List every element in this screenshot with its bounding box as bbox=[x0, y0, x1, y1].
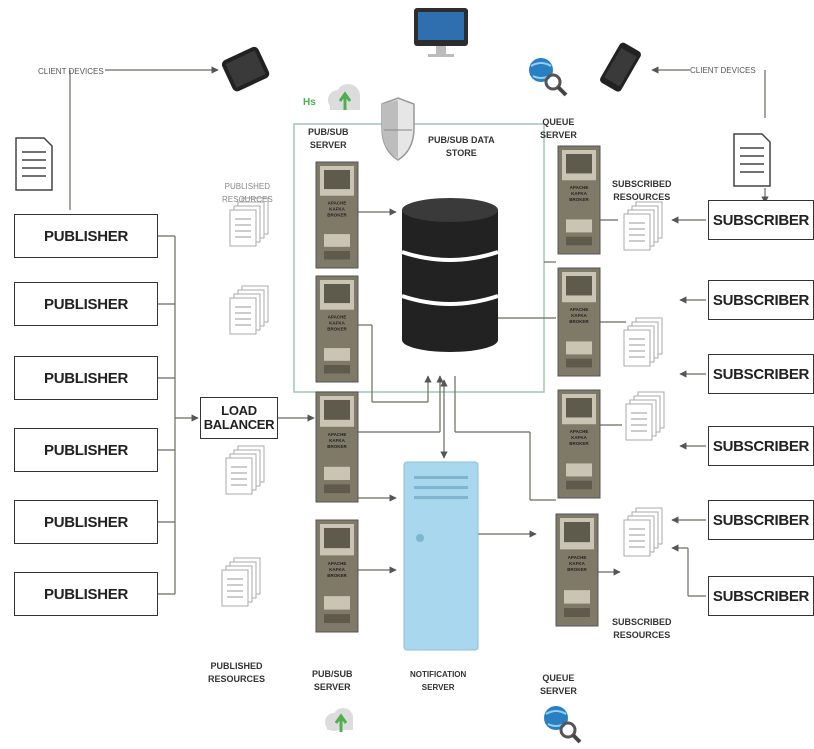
broker-label: APACHE bbox=[328, 200, 347, 205]
document-stack-icon bbox=[221, 557, 261, 607]
broker-label: BROKER bbox=[327, 444, 347, 449]
broker-label: KAFKA bbox=[571, 313, 587, 318]
broker-label: KAFKA bbox=[329, 206, 345, 211]
broker-label: APACHE bbox=[328, 561, 347, 566]
broker-label: APACHE bbox=[568, 555, 587, 560]
subscriber-box: SUBSCRIBER bbox=[708, 280, 814, 320]
broker-label: APACHE bbox=[570, 185, 589, 190]
resource-document-stacks bbox=[221, 197, 665, 607]
document-stack-icon bbox=[229, 285, 269, 335]
broker-label: BROKER bbox=[327, 212, 347, 217]
subscribed-resources-top-label: SUBSCRIBED RESOURCES bbox=[612, 179, 672, 202]
globe-search-icon-top bbox=[529, 58, 568, 97]
broker-label: APACHE bbox=[328, 314, 347, 319]
document-stack-icon bbox=[623, 507, 663, 557]
connectors bbox=[69, 66, 769, 597]
publisher-box: PUBLISHER bbox=[14, 572, 158, 616]
broker-label: KAFKA bbox=[329, 438, 345, 443]
pubsub-server-top-label: PUB/SUB SERVER bbox=[308, 127, 349, 150]
queue-server-bottom-label: QUEUE SERVER bbox=[540, 673, 577, 696]
notification-server-label: NOTIFICATION SERVER bbox=[410, 670, 467, 692]
document-stack-icon bbox=[225, 445, 265, 495]
published-resources-bottom-label: PUBLISHED RESOURCES bbox=[208, 661, 266, 684]
broker-label: BROKER bbox=[569, 319, 589, 324]
broker-label: BROKER bbox=[327, 326, 347, 331]
kafka-brokers: APACHEKAFKABROKERAPACHEKAFKABROKERAPACHE… bbox=[315, 145, 601, 633]
queue-server-top-label: QUEUE SERVER bbox=[540, 117, 577, 140]
subscriber-box: SUBSCRIBER bbox=[708, 200, 814, 240]
document-stack-icon bbox=[623, 317, 663, 367]
pubsub-boundary bbox=[293, 123, 545, 393]
cloud-upload-icon-top bbox=[328, 84, 360, 110]
pubsub-server-bottom-label: PUB/SUB SERVER bbox=[312, 669, 353, 692]
cloud-upload-icon-bottom bbox=[325, 708, 353, 732]
broker-label: KAFKA bbox=[329, 567, 345, 572]
client-devices-left-label: CLIENT DEVICES bbox=[38, 67, 104, 76]
subscriber-box: SUBSCRIBER bbox=[708, 500, 814, 540]
notification-server-icon bbox=[403, 461, 479, 651]
publisher-box: PUBLISHER bbox=[14, 500, 158, 544]
publisher-box: PUBLISHER bbox=[14, 214, 158, 258]
broker-label: KAFKA bbox=[569, 561, 585, 566]
broker-label: APACHE bbox=[570, 429, 589, 434]
document-icon-right bbox=[733, 133, 771, 187]
load-balancer-box: LOAD BALANCER bbox=[200, 397, 278, 439]
broker-label: KAFKA bbox=[571, 435, 587, 440]
broker-label: KAFKA bbox=[329, 320, 345, 325]
client-devices-right-label: CLIENT DEVICES bbox=[690, 66, 756, 75]
subscriber-box: SUBSCRIBER bbox=[708, 354, 814, 394]
publisher-box: PUBLISHER bbox=[14, 282, 158, 326]
subscribed-resources-bottom-label: SUBSCRIBED RESOURCES bbox=[612, 617, 672, 640]
published-resources-top-label: PUBLISHED RESOURCES bbox=[222, 182, 273, 204]
document-icon-left bbox=[15, 137, 53, 191]
globe-search-icon-bottom bbox=[544, 706, 582, 744]
broker-label: APACHE bbox=[328, 432, 347, 437]
smartphone-icon bbox=[600, 42, 641, 92]
subscriber-box: SUBSCRIBER bbox=[708, 576, 814, 616]
broker-label: BROKER bbox=[569, 197, 589, 202]
desktop-monitor-icon bbox=[414, 8, 468, 57]
database-icon bbox=[401, 198, 499, 352]
pubsub-data-store-label: PUB/SUB DATA STORE bbox=[428, 135, 495, 158]
subscriber-box: SUBSCRIBER bbox=[708, 426, 814, 466]
tablet-icon bbox=[221, 46, 270, 92]
document-stack-icon bbox=[229, 197, 269, 247]
broker-label: BROKER bbox=[569, 441, 589, 446]
cloud-badge-label: Hs bbox=[303, 97, 316, 108]
broker-label: APACHE bbox=[570, 307, 589, 312]
broker-label: KAFKA bbox=[571, 191, 587, 196]
publisher-box: PUBLISHER bbox=[14, 428, 158, 472]
publisher-box: PUBLISHER bbox=[14, 356, 158, 400]
broker-label: BROKER bbox=[567, 567, 587, 572]
document-stack-icon bbox=[625, 391, 665, 441]
broker-label: BROKER bbox=[327, 573, 347, 578]
shield-icon bbox=[381, 97, 415, 161]
document-stack-icon bbox=[623, 201, 663, 251]
